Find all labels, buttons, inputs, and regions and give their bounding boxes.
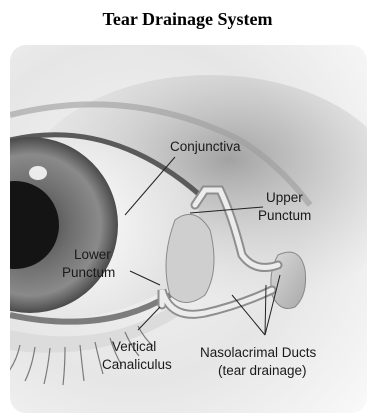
label-nasolacrimal-ducts-1: Nasolacrimal Ducts	[200, 345, 317, 360]
diagram-title: Tear Drainage System	[0, 9, 375, 30]
label-nasolacrimal-ducts-2: (tear drainage)	[218, 363, 307, 378]
eye-highlight	[29, 166, 47, 180]
label-lower-punctum-2: Punctum	[62, 265, 115, 280]
label-conjunctiva: Conjunctiva	[170, 139, 241, 154]
eye-illustration: Conjunctiva Upper Punctum Lower Punctum …	[10, 45, 367, 413]
caruncle	[166, 214, 214, 302]
label-upper-punctum-2: Punctum	[258, 208, 311, 223]
eye-diagram-svg: Conjunctiva Upper Punctum Lower Punctum …	[10, 45, 367, 413]
label-vertical-canaliculus-2: Canaliculus	[102, 357, 172, 372]
label-lower-punctum-1: Lower	[74, 247, 111, 262]
lacrimal-sac	[271, 252, 306, 308]
label-vertical-canaliculus-1: Vertical	[112, 339, 156, 354]
label-upper-punctum-1: Upper	[266, 190, 303, 205]
